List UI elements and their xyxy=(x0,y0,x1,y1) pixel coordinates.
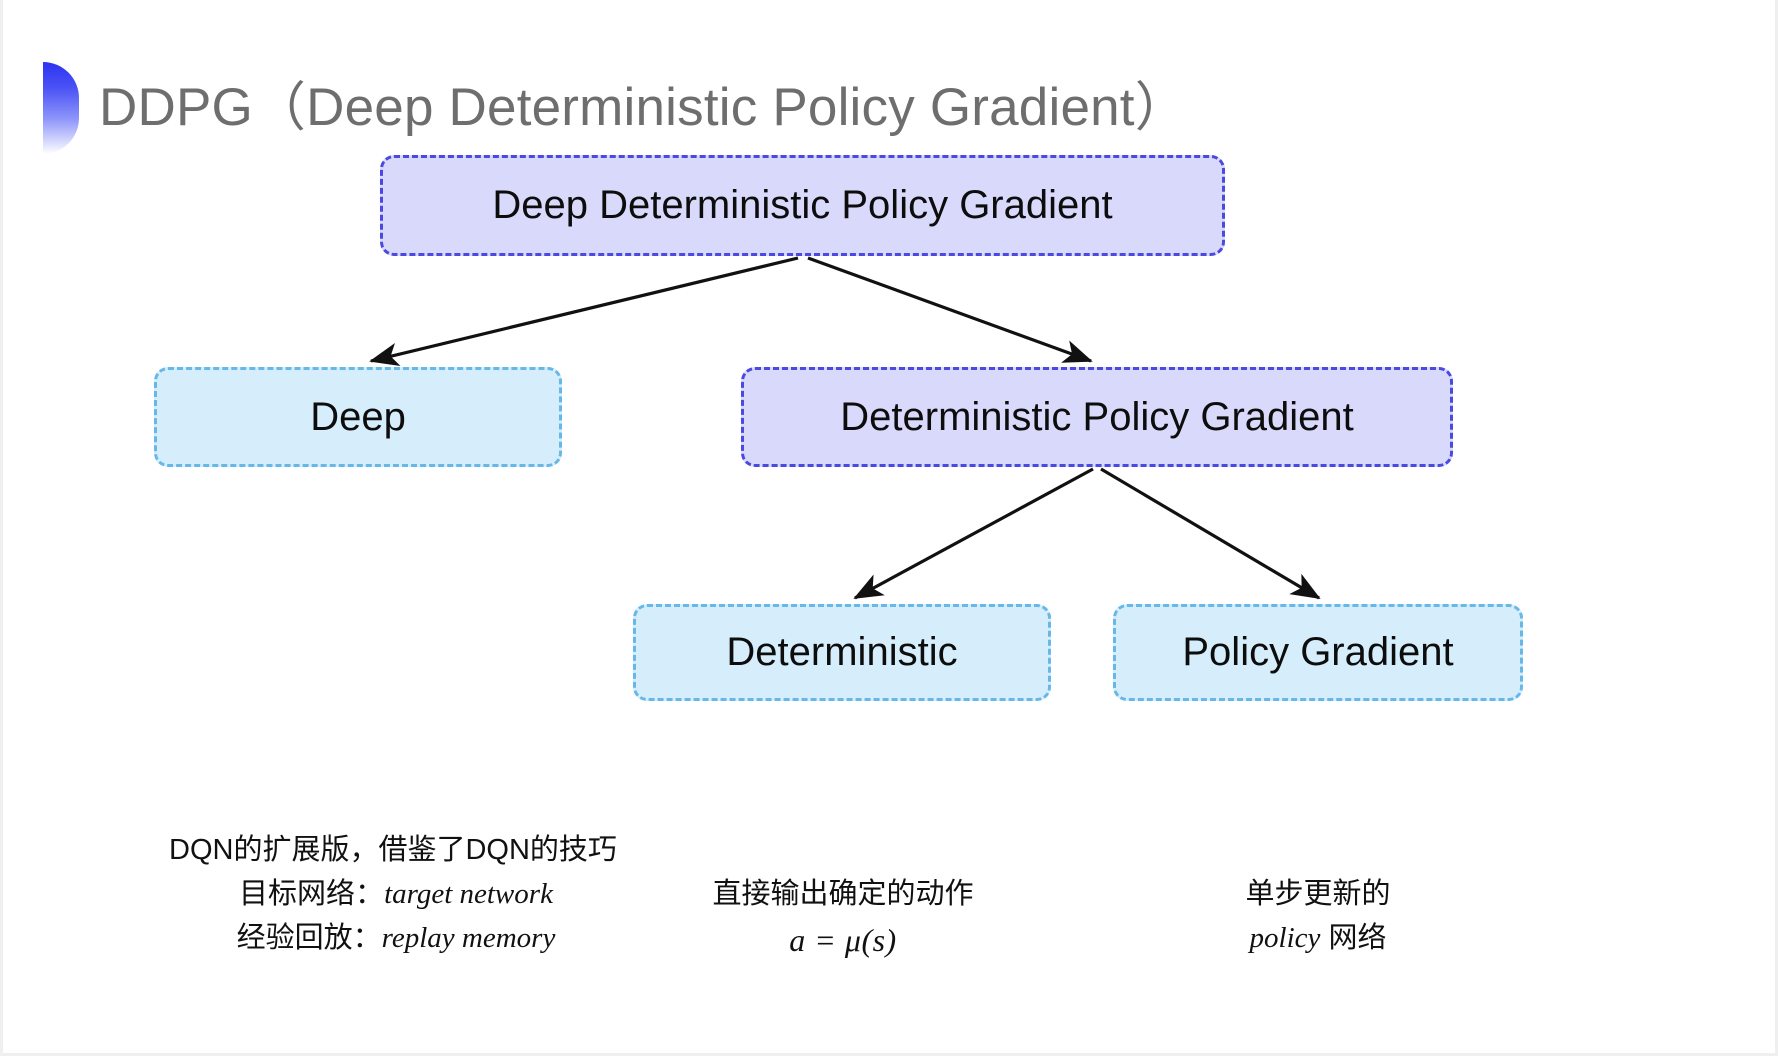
node-label: Deterministic Policy Gradient xyxy=(840,394,1354,439)
page-title: DDPG（Deep Deterministic Policy Gradient） xyxy=(99,78,1188,137)
caption-policy-gradient-line1: 单步更新的 xyxy=(1245,878,1391,910)
caption-policy-gradient-line2: policy 网络 xyxy=(1123,916,1513,960)
caption-deep: DQN的扩展版，借鉴了DQN的技巧 目标网络：target network 经验… xyxy=(63,828,723,960)
half-circle-gradient-icon xyxy=(43,62,79,154)
node-label: Policy Gradient xyxy=(1182,630,1454,674)
node-label: Deep xyxy=(310,394,406,439)
caption-deep-line3-term: replay memory xyxy=(381,922,556,955)
caption-policy-gradient-suffix: 网络 xyxy=(1320,922,1387,955)
slide-title-row: DDPG（Deep Deterministic Policy Gradient） xyxy=(3,62,1775,154)
caption-deep-line1: DQN的扩展版，借鉴了DQN的技巧 xyxy=(169,834,617,866)
node-label: Deterministic xyxy=(726,630,958,674)
caption-deterministic: 直接输出确定的动作 a = μ(s) xyxy=(643,872,1043,965)
caption-deep-line2-term: target network xyxy=(384,878,553,911)
caption-deep-line2-label: 目标网络： xyxy=(239,878,385,911)
caption-deep-line3-label: 经验回放： xyxy=(236,922,382,955)
caption-policy-gradient-term: policy xyxy=(1249,922,1321,955)
caption-deep-line3: 经验回放：replay memory xyxy=(63,916,723,960)
node-deep-deterministic-policy-gradient[interactable]: Deep Deterministic Policy Gradient xyxy=(380,155,1225,256)
caption-policy-gradient: 单步更新的 policy 网络 xyxy=(1123,872,1513,960)
node-deep[interactable]: Deep xyxy=(154,367,562,467)
caption-deterministic-formula: a = μ(s) xyxy=(789,922,897,959)
caption-deterministic-line1: 直接输出确定的动作 xyxy=(712,878,974,910)
caption-deep-line2: 目标网络：target network xyxy=(63,872,723,916)
node-label: Deep Deterministic Policy Gradient xyxy=(492,183,1113,227)
node-policy-gradient[interactable]: Policy Gradient xyxy=(1113,604,1523,701)
node-deterministic[interactable]: Deterministic xyxy=(633,604,1051,701)
node-deterministic-policy-gradient[interactable]: Deterministic Policy Gradient xyxy=(741,367,1453,467)
